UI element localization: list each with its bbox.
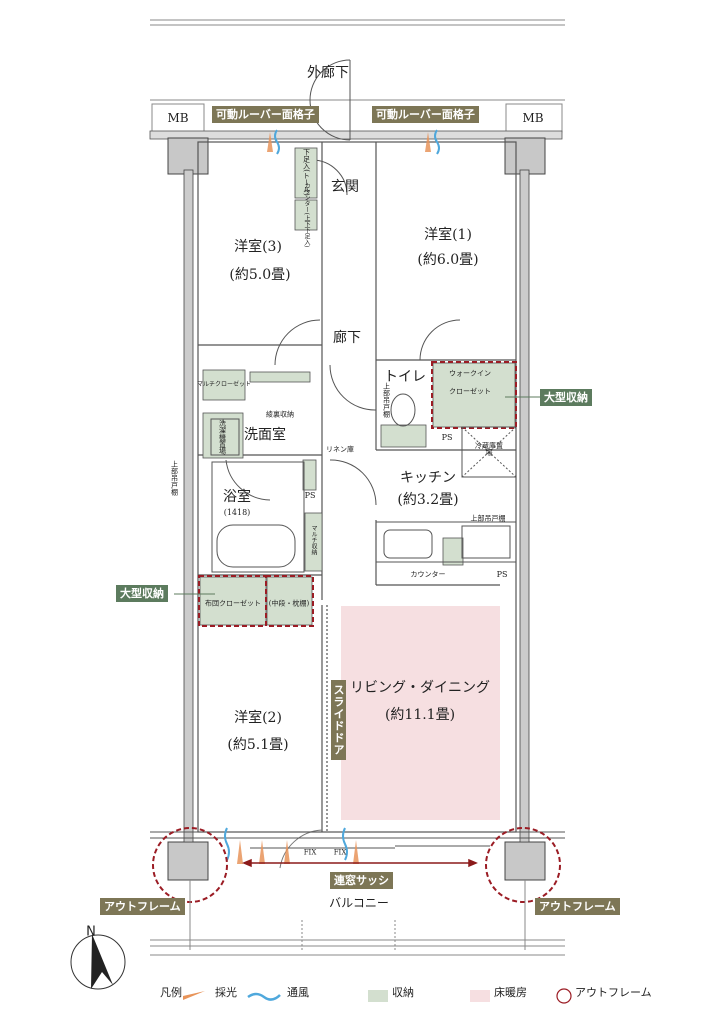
outframe-circle-right (485, 827, 561, 903)
ps-toilet-label: PS (441, 433, 453, 442)
hidden-storage-label: 綾裏収納 (266, 410, 294, 419)
top-wall (149, 130, 563, 140)
north-arrow-icon (70, 934, 126, 990)
outframe-circle-icon (556, 988, 572, 1004)
mb-box-right (505, 103, 563, 133)
column-top-right (504, 137, 546, 175)
walk-in-closet-label-2: クローゼット (449, 387, 491, 396)
fix-label-2: FIX (333, 848, 347, 857)
corridor-outline (150, 19, 565, 101)
ventilation-marks (224, 129, 440, 861)
western-room-3-name: 洋室(3) (234, 239, 282, 255)
walk-in-closet-label-1: ウォークイン (449, 369, 491, 378)
outframe-tag-right: アウトフレーム (535, 898, 620, 915)
futon-shelf-label: (中段・枕棚) (268, 599, 310, 608)
western-room-2-size: (約5.1畳) (227, 737, 289, 753)
entrance-label: 玄関 (331, 179, 359, 195)
floor-heating-swatch-icon (470, 990, 490, 1002)
fridge-space-label: 冷蔵庫置場 (475, 442, 503, 457)
counter-label: カウンター (410, 570, 446, 579)
washer-space-label: 洗濯機置場 (218, 419, 227, 455)
window-sash (150, 831, 565, 849)
sash-arrow (242, 858, 478, 868)
balcony-outline (150, 880, 565, 956)
living-dining-size: (約11.1畳) (384, 707, 456, 723)
ventilation-icon (247, 992, 281, 1001)
kitchen-size-label: (約3.2畳) (397, 492, 459, 508)
hallway-label: 廊下 (333, 330, 361, 346)
door-swings (225, 59, 461, 869)
bathroom-label: 浴室 (223, 489, 251, 505)
window-sash-tag: 連窓サッシ (330, 872, 393, 889)
living-dining-name: リビング・ダイニング (350, 680, 490, 696)
legend-storage: 収納 (392, 986, 414, 999)
legend-daylight: 採光 (215, 986, 237, 999)
column-bottom-left (167, 841, 209, 881)
futon-closet-label: 布団クローゼット (205, 599, 261, 608)
linen-label: リネン庫 (326, 445, 354, 454)
toilet-label: トイレ (384, 369, 426, 385)
large-storage-outline (198, 361, 517, 627)
kitchen-cabinet-label: 上部吊戸棚 (470, 514, 506, 523)
legend-outframe: アウトフレーム (575, 986, 652, 999)
legend-title: 凡例 (160, 986, 182, 999)
left-cabinet-label: 上部吊戸棚 (170, 460, 179, 496)
mb-left-label: MB (167, 111, 189, 125)
shoe-box-label: 下足入(トール) (302, 148, 311, 196)
outframe-tag-left: アウトフレーム (100, 898, 185, 915)
daylight-icon (183, 991, 205, 1000)
western-room-3-size: (約5.0畳) (229, 267, 291, 283)
compass-north-label: N (86, 924, 96, 940)
tag-leaders (174, 396, 540, 595)
outer-corridor-label: 外廊下 (307, 65, 349, 81)
kitchen-fixtures (375, 426, 517, 563)
shoe-counter-label: カウンター(上下下足入) (303, 182, 310, 248)
bathroom-size-label: (1418) (223, 508, 251, 517)
multi-closet-label: マルチクローゼット (196, 381, 252, 388)
storage-swatch-icon (368, 990, 388, 1002)
louver-tag-left: 可動ルーバー面格子 (212, 106, 319, 123)
legend-ventilation: 通風 (287, 986, 309, 999)
column-bottom-right (504, 841, 546, 881)
slide-door-tag: スライドドア (331, 680, 346, 760)
wall-left (183, 169, 194, 843)
ps-bath-label: PS (304, 491, 316, 500)
kitchen-label: キッチン (400, 470, 456, 486)
mb-box-left (151, 103, 205, 133)
western-room-1-name: 洋室(1) (424, 227, 472, 243)
louver-tag-right: 可動ルーバー面格子 (372, 106, 479, 123)
western-room-1-size: (約6.0畳) (417, 252, 479, 268)
western-room-2-name: 洋室(2) (234, 710, 282, 726)
daylight-marks (237, 132, 431, 864)
toilet-cabinet-label: 上部吊戸棚 (382, 382, 391, 418)
large-storage-tag-right: 大型収納 (540, 389, 592, 406)
column-top-left (167, 137, 209, 175)
balcony-label: バルコニー (329, 896, 389, 910)
bath-fixtures (210, 393, 416, 573)
floor-heating-area (341, 606, 500, 820)
washroom-label: 洗面室 (244, 427, 286, 443)
legend-floor-heating: 床暖房 (494, 986, 527, 999)
mb-right-label: MB (522, 111, 544, 125)
fix-label-1: FIX (303, 848, 317, 857)
ps-kitchen-label: PS (496, 570, 508, 579)
large-storage-tag-left: 大型収納 (116, 585, 168, 602)
multi-storage-label: マルチ収納 (310, 525, 317, 555)
wall-right (519, 169, 530, 843)
